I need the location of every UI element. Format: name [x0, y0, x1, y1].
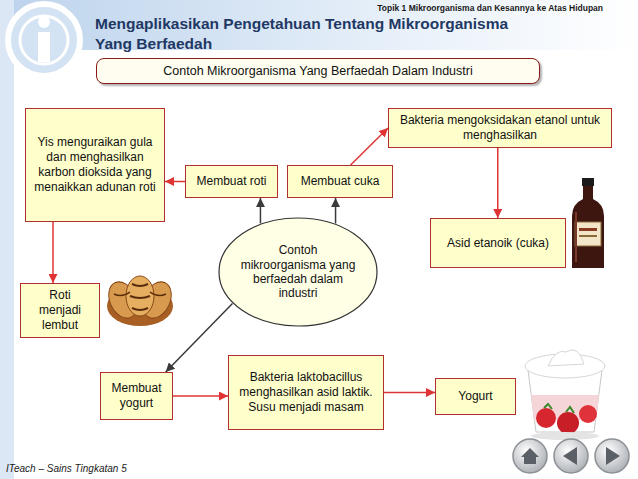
yogurt-illustration: [548, 350, 584, 366]
node-text: Bakteria laktobacillus menghasilkan asid…: [235, 370, 377, 415]
nav-buttons: [606, 447, 620, 465]
result-box: Yogurt: [435, 378, 516, 415]
process-box: Membuat roti: [185, 165, 278, 198]
node-text: Membuat yogurt: [107, 381, 166, 411]
flow-arrow: [173, 395, 228, 397]
nav-buttons: [563, 447, 577, 465]
yogurt-illustration: [579, 405, 597, 423]
node-text: Contoh mikroorganisma yang berfaedah dal…: [236, 243, 360, 301]
process-box: Membuat yogurt: [100, 372, 173, 420]
logo-symbol: [8, 4, 80, 76]
node-text: Yogurt: [458, 389, 492, 404]
result-box: Roti menjadi lembut: [20, 283, 100, 338]
bread-illustration: [130, 284, 150, 310]
yogurt-illustration: [544, 404, 574, 413]
logo-symbol: [20, 16, 68, 64]
topic-header: Topik 1 Mikroorganisma dan Kesannya ke A…: [300, 3, 603, 13]
logo-symbol: [8, 4, 80, 76]
node-text: Roti menjadi lembut: [27, 288, 93, 333]
yogurt-illustration: [557, 412, 579, 434]
bread-illustration: [103, 276, 177, 326]
result-box: Asid etanoik (cuka): [430, 218, 566, 268]
flow-arrow: [351, 128, 388, 165]
flow-arrow: [497, 148, 499, 218]
flow-arrow: [260, 198, 262, 223]
process-box: Membuat cuka: [287, 165, 393, 198]
vinegar-bottle: [572, 184, 604, 268]
ellipse-outline: [219, 218, 377, 326]
flow-arrow: [52, 222, 54, 283]
flow-arrow: [384, 392, 435, 394]
ellipse-text-area: Contoh mikroorganisma yang berfaedah dal…: [236, 243, 360, 301]
footer-note: ITeach – Sains Tingkatan 5: [6, 463, 256, 474]
yogurt-illustration: [531, 432, 599, 440]
node-text: Yis menguraikan gula dan menghasilkan ka…: [32, 135, 158, 195]
nav-buttons: [554, 439, 588, 473]
bread-illustration: [114, 292, 166, 296]
process-box: Bakteria mengoksidakan etanol untuk meng…: [388, 108, 612, 148]
node-text: Membuat cuka: [301, 174, 380, 189]
node-text: Asid etanoik (cuka): [447, 236, 549, 251]
slide-title: Mengaplikasikan Pengetahuan Tentang Mikr…: [95, 14, 525, 54]
central-ellipse: Contoh mikroorganisma yang berfaedah dal…: [218, 217, 378, 327]
node-text: Bakteria mengoksidakan etanol untuk meng…: [395, 113, 605, 143]
nav-buttons: [595, 439, 629, 473]
process-box: Bakteria laktobacillus menghasilkan asid…: [228, 355, 384, 430]
vinegar-bottle: [575, 212, 577, 262]
flow-arrow: [335, 198, 337, 223]
nav-buttons: [513, 439, 547, 473]
node-text: Contoh Mikroorganisma Yang Berfaedah Dal…: [163, 64, 472, 78]
logo-symbol: [38, 16, 50, 28]
bread-illustration: [126, 276, 154, 316]
yogurt-illustration: [525, 350, 605, 440]
header-band: [0, 0, 14, 479]
flow-arrow: [165, 181, 185, 183]
logo-symbol: [38, 32, 50, 62]
node-text: Membuat roti: [196, 174, 266, 189]
subtitle-band: Contoh Mikroorganisma Yang Berfaedah Dal…: [96, 58, 540, 84]
nav-buttons: [521, 448, 539, 464]
flow-arrow: [166, 304, 233, 372]
vinegar-bottle: [579, 235, 597, 237]
vinegar-bottle: [572, 178, 604, 268]
nav-buttons: [513, 439, 629, 473]
yogurt-illustration: [536, 408, 556, 428]
vinegar-bottle: [582, 178, 594, 186]
vinegar-bottle: [579, 228, 597, 231]
process-box: Yis menguraikan gula dan menghasilkan ka…: [25, 108, 165, 222]
vinegar-bottle: [575, 222, 601, 246]
